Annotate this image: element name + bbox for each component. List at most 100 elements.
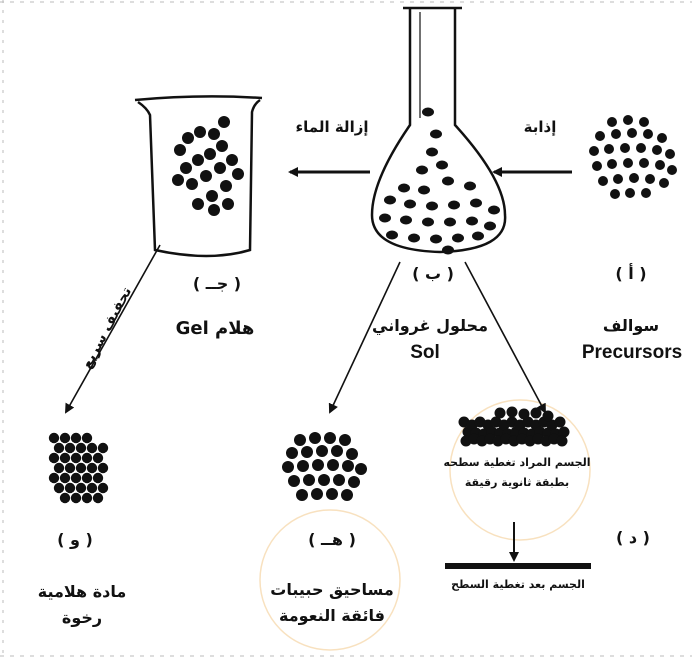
particle — [408, 233, 420, 243]
particle — [604, 144, 614, 154]
aerogel-letter: ( و ) — [57, 530, 93, 549]
particle — [416, 165, 428, 175]
particle — [194, 126, 206, 138]
coating-film-label-1: الجسم المراد تغطية سطحه — [443, 456, 591, 469]
sol-name-ar: محلول غرواني — [372, 316, 488, 335]
precursor-particles — [589, 115, 677, 199]
particle — [422, 107, 434, 117]
particle — [326, 488, 338, 500]
particle — [623, 115, 633, 125]
coated-surface-bar — [445, 563, 591, 569]
particle — [333, 474, 345, 486]
particle — [636, 143, 646, 153]
particle — [613, 174, 623, 184]
particle — [312, 459, 324, 471]
particle — [348, 476, 360, 488]
particle — [81, 452, 93, 464]
particle — [296, 489, 308, 501]
aerogel-line-2: رخوة — [61, 608, 103, 627]
powder-line-1: مساحيق حبيبات — [270, 580, 394, 599]
particle — [182, 132, 194, 144]
particle — [627, 128, 637, 138]
particle — [180, 162, 192, 174]
particle — [404, 199, 416, 209]
particle — [436, 160, 448, 170]
particle — [204, 148, 216, 160]
particle — [70, 492, 82, 504]
sol-name-en: Sol — [410, 342, 440, 363]
particle — [303, 474, 315, 486]
particle — [400, 215, 412, 225]
watermark — [259, 399, 591, 651]
particle — [542, 410, 554, 422]
particle — [488, 205, 500, 215]
particle — [59, 452, 71, 464]
flask-icon — [370, 6, 507, 254]
particle — [327, 459, 339, 471]
particle — [48, 452, 60, 464]
particle — [444, 217, 456, 227]
particle — [53, 482, 65, 494]
particle — [92, 452, 104, 464]
particle — [70, 472, 82, 484]
particle — [92, 492, 104, 504]
aerogel-line-1: مادة هلامية — [37, 582, 127, 601]
particle — [484, 221, 496, 231]
particle — [294, 434, 306, 446]
particle — [59, 432, 71, 444]
powder-letter: ( هــ ) — [308, 530, 356, 549]
gel-to-aerogel-arrow — [65, 244, 161, 414]
particle — [464, 181, 476, 191]
particle — [59, 472, 71, 484]
particle — [64, 482, 76, 494]
particle — [286, 447, 298, 459]
particle — [324, 432, 336, 444]
particle — [466, 216, 478, 226]
particle — [301, 446, 313, 458]
sol-to-powder-arrow — [328, 261, 401, 414]
particle — [309, 432, 321, 444]
particle — [311, 488, 323, 500]
coating-letter: ( د ) — [616, 528, 650, 547]
particle — [386, 230, 398, 240]
particle — [589, 146, 599, 156]
particle — [342, 460, 354, 472]
particle — [355, 463, 367, 475]
particle — [655, 160, 665, 170]
particle — [442, 245, 454, 255]
particle — [442, 176, 454, 186]
particle — [222, 198, 234, 210]
particle — [97, 442, 109, 454]
particle — [339, 434, 351, 446]
particle — [470, 198, 482, 208]
particle — [86, 442, 98, 454]
particle — [48, 432, 60, 444]
particle — [70, 432, 82, 444]
gel-name: هلام Gel — [175, 318, 255, 339]
particle — [556, 435, 568, 447]
particle — [641, 188, 651, 198]
particle — [81, 492, 93, 504]
particle — [607, 159, 617, 169]
particle — [530, 407, 542, 419]
particle — [86, 462, 98, 474]
precursors-name-ar: سوالف — [602, 316, 660, 335]
particle — [208, 128, 220, 140]
sol-letter: ( ب ) — [412, 264, 454, 283]
particle — [643, 129, 653, 139]
precursors-name-en: Precursors — [581, 342, 683, 363]
particle — [232, 168, 244, 180]
particle — [75, 482, 87, 494]
gel-letter: ( جــ ) — [192, 274, 242, 293]
particle — [629, 173, 639, 183]
particle — [75, 442, 87, 454]
particle — [558, 426, 570, 438]
particle — [331, 445, 343, 457]
particle — [81, 472, 93, 484]
particle — [430, 234, 442, 244]
gel-particle-network — [172, 116, 244, 216]
particle — [554, 416, 566, 428]
particle — [64, 442, 76, 454]
particle — [192, 198, 204, 210]
